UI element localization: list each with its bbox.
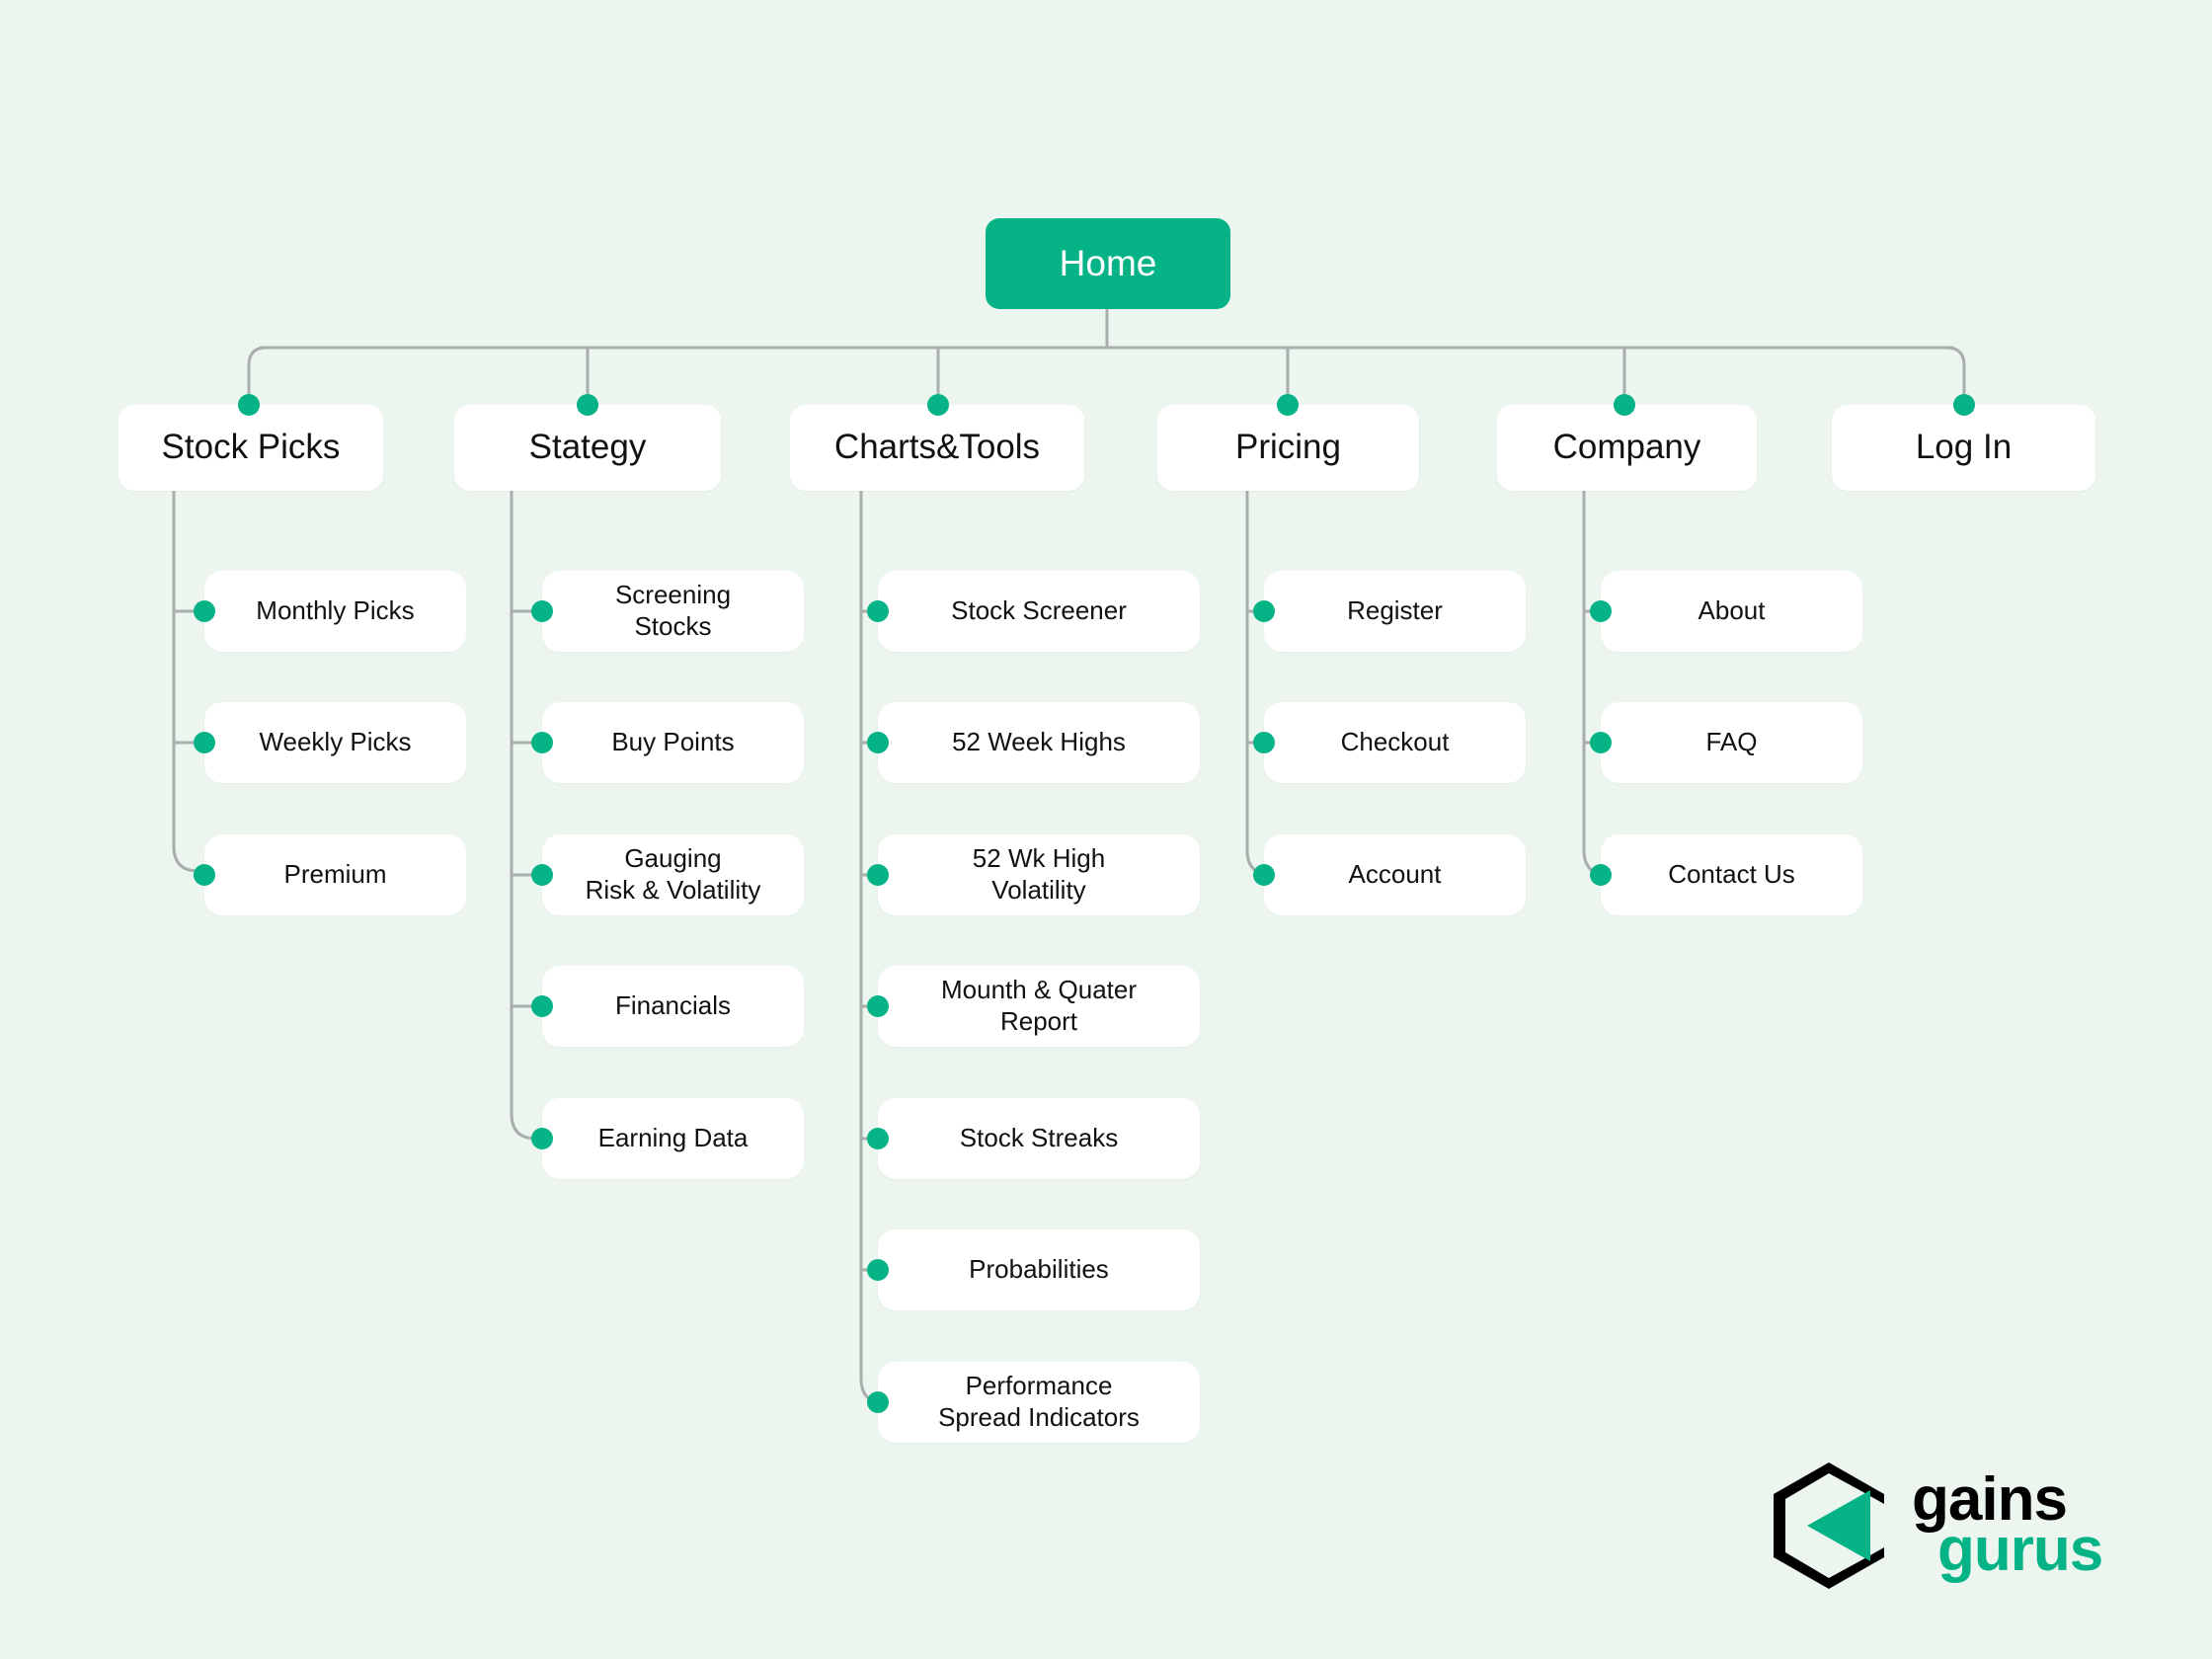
node-weekly-picks-label: Weekly Picks — [259, 727, 412, 757]
dot-stock-screener — [867, 600, 889, 622]
dot-stategy — [577, 394, 598, 416]
logo-wordmark: gains gurus — [1912, 1465, 2103, 1584]
logo-word-gains: gains — [1912, 1465, 2068, 1535]
dot-charts-tools — [927, 394, 949, 416]
wire-spine-stock-picks — [172, 489, 200, 873]
node-financials-label: Financials — [614, 990, 732, 1021]
wire-spine-company — [1582, 489, 1611, 877]
dot-faq — [1590, 732, 1612, 753]
node-home-label: Home — [1059, 243, 1157, 284]
node-stategy[interactable]: Stategy — [454, 405, 721, 491]
dot-about — [1590, 600, 1612, 622]
dot-earning-data — [531, 1128, 553, 1149]
node-faq[interactable]: FAQ — [1601, 702, 1862, 783]
node-stock-streaks[interactable]: Stock Streaks — [878, 1098, 1200, 1179]
dot-mounth-quater-report — [867, 995, 889, 1017]
node-mounth-quater-report[interactable]: Mounth & Quater Report — [878, 966, 1200, 1047]
node-about[interactable]: About — [1601, 571, 1862, 652]
dot-monthly-picks — [194, 600, 215, 622]
node-register[interactable]: Register — [1264, 571, 1526, 652]
dot-checkout — [1253, 732, 1275, 753]
node-premium[interactable]: Premium — [204, 834, 466, 915]
dot-buy-points — [531, 732, 553, 753]
dot-performance-spread-indicators — [867, 1391, 889, 1413]
node-earning-data[interactable]: Earning Data — [542, 1098, 804, 1179]
node-screening-stocks-label: Screening Stocks — [614, 580, 732, 641]
node-monthly-picks-label: Monthly Picks — [256, 595, 415, 626]
node-home[interactable]: Home — [986, 218, 1230, 309]
node-faq-label: FAQ — [1705, 727, 1758, 757]
node-screening-stocks[interactable]: Screening Stocks — [542, 571, 804, 652]
dot-register — [1253, 600, 1275, 622]
node-performance-spread-indicators-label: Performance Spread Indicators — [938, 1371, 1140, 1432]
dot-company — [1614, 394, 1635, 416]
node-pricing[interactable]: Pricing — [1157, 405, 1419, 491]
node-buy-points-label: Buy Points — [611, 727, 735, 757]
node-company-label: Company — [1552, 428, 1701, 467]
node-performance-spread-indicators[interactable]: Performance Spread Indicators — [878, 1362, 1200, 1443]
node-stock-picks[interactable]: Stock Picks — [118, 405, 383, 491]
node-gauging-risk-volatility-label: Gauging Risk & Volatility — [585, 843, 761, 905]
dot-weekly-picks — [194, 732, 215, 753]
node-financials[interactable]: Financials — [542, 966, 804, 1047]
node-contact-us-label: Contact Us — [1668, 859, 1795, 890]
node-gauging-risk-volatility[interactable]: Gauging Risk & Volatility — [542, 834, 804, 915]
node-52-wk-high-volatility-label: 52 Wk High Volatility — [972, 843, 1106, 905]
node-account-label: Account — [1348, 859, 1442, 890]
dot-52-week-highs — [867, 732, 889, 753]
node-stock-picks-label: Stock Picks — [161, 428, 341, 467]
node-charts-tools[interactable]: Charts&Tools — [790, 405, 1084, 491]
node-stategy-label: Stategy — [528, 428, 647, 467]
node-charts-tools-label: Charts&Tools — [833, 428, 1041, 467]
dot-stock-picks — [238, 394, 260, 416]
node-stock-streaks-label: Stock Streaks — [959, 1123, 1119, 1153]
hexagon-c-icon — [1774, 1462, 1884, 1589]
node-52-week-highs-label: 52 Week Highs — [952, 727, 1126, 757]
dot-contact-us — [1590, 864, 1612, 886]
node-stock-screener[interactable]: Stock Screener — [878, 571, 1200, 652]
node-probabilities[interactable]: Probabilities — [878, 1229, 1200, 1310]
node-register-label: Register — [1347, 595, 1443, 626]
dot-financials — [531, 995, 553, 1017]
node-52-week-highs[interactable]: 52 Week Highs — [878, 702, 1200, 783]
node-log-in[interactable]: Log In — [1832, 405, 2095, 491]
wire-bus-corner-right — [1944, 346, 1966, 397]
dot-gauging-risk-volatility — [531, 864, 553, 886]
node-52-wk-high-volatility[interactable]: 52 Wk High Volatility — [878, 834, 1200, 915]
node-probabilities-label: Probabilities — [969, 1254, 1109, 1285]
node-weekly-picks[interactable]: Weekly Picks — [204, 702, 466, 783]
wire-bus-corner-left — [247, 346, 269, 397]
dot-stock-streaks — [867, 1128, 889, 1149]
node-checkout[interactable]: Checkout — [1264, 702, 1526, 783]
node-earning-data-label: Earning Data — [597, 1123, 749, 1153]
dot-log-in — [1953, 394, 1975, 416]
gains-gurus-logo: gains gurus — [1768, 1452, 2163, 1600]
wire-spine-stategy — [510, 489, 538, 1141]
node-mounth-quater-report-label: Mounth & Quater Report — [941, 975, 1137, 1036]
node-stock-screener-label: Stock Screener — [951, 595, 1127, 626]
logo-word-gurus: gurus — [1937, 1516, 2103, 1584]
dot-premium — [194, 864, 215, 886]
node-account[interactable]: Account — [1264, 834, 1526, 915]
dot-52-wk-high-volatility — [867, 864, 889, 886]
node-company[interactable]: Company — [1497, 405, 1757, 491]
node-premium-label: Premium — [283, 859, 387, 890]
node-checkout-label: Checkout — [1340, 727, 1450, 757]
wire-spine-pricing — [1245, 489, 1274, 877]
dot-account — [1253, 864, 1275, 886]
node-pricing-label: Pricing — [1235, 428, 1341, 467]
node-contact-us[interactable]: Contact Us — [1601, 834, 1862, 915]
dot-pricing — [1277, 394, 1299, 416]
dot-probabilities — [867, 1259, 889, 1281]
node-about-label: About — [1698, 595, 1766, 626]
node-monthly-picks[interactable]: Monthly Picks — [204, 571, 466, 652]
dot-screening-stocks — [531, 600, 553, 622]
node-buy-points[interactable]: Buy Points — [542, 702, 804, 783]
node-log-in-label: Log In — [1915, 428, 2013, 467]
